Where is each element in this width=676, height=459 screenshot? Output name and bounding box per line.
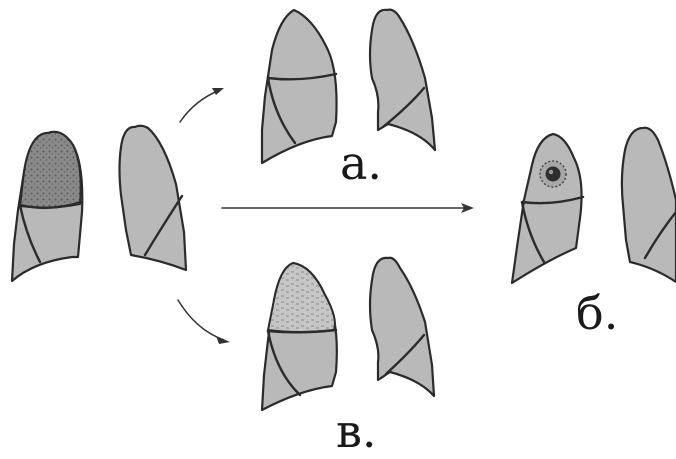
initial-apex-lesion	[18, 130, 82, 209]
arrow-to-a	[179, 88, 224, 123]
label-v: в.	[336, 404, 377, 458]
initial-lungs	[10, 124, 188, 283]
initial-left-fissure	[143, 194, 184, 257]
outcome-v-apex-lesion	[266, 261, 336, 333]
outcome-b-left-lung	[620, 126, 676, 284]
outcome-a-left-fissure	[381, 86, 426, 129]
outcome-a-horizontal-fissure	[266, 72, 338, 81]
arrow-to-b	[221, 203, 474, 213]
outcome-b-nodule	[539, 160, 567, 188]
outcome-b-lungs	[510, 126, 676, 285]
initial-horizontal-fissure	[18, 200, 83, 210]
outcome-v-left-fissure	[384, 333, 426, 376]
outcome-a-oblique-fissure	[266, 76, 297, 145]
outcome-a-lungs	[260, 8, 437, 165]
arrow-to-v	[177, 299, 230, 344]
outcome-v-left-lung	[368, 256, 436, 398]
outcome-a-left-lung	[368, 8, 437, 152]
outcome-b-horizontal-fissure	[520, 195, 585, 205]
outcome-a-right-lung	[260, 8, 338, 165]
label-b: б.	[576, 286, 619, 340]
label-a: а.	[340, 136, 383, 190]
outcome-b-left-fissure	[643, 210, 676, 260]
initial-left-lung	[118, 124, 188, 272]
initial-oblique-fissure	[18, 203, 42, 264]
outcome-b-oblique-fissure	[520, 200, 546, 264]
outcome-v-lungs	[260, 256, 436, 412]
outcome-v-horizontal-fissure	[266, 328, 338, 334]
outcome-v-oblique-fissure	[266, 329, 302, 397]
